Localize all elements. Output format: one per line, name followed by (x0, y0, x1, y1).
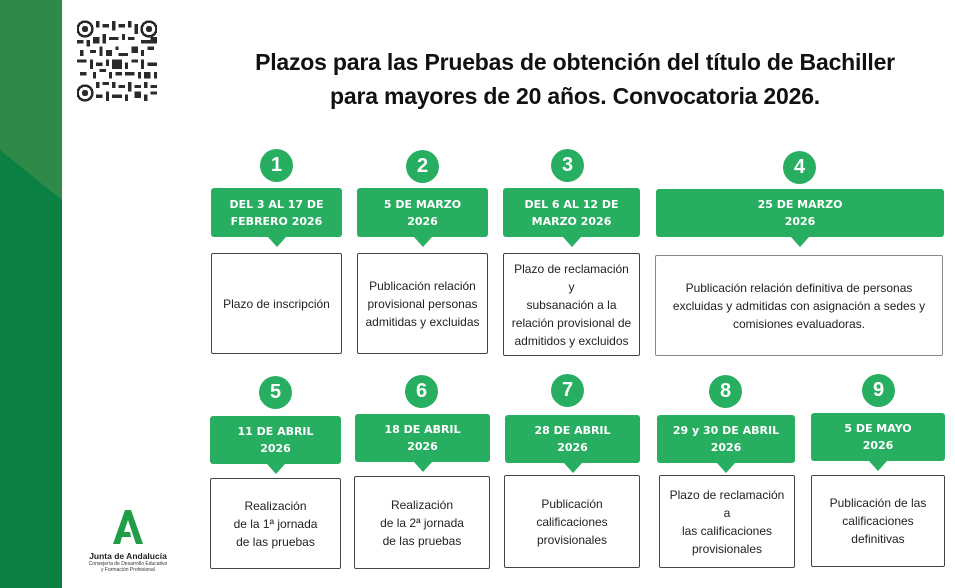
step-description-line: Plazo de reclamación a (669, 487, 785, 520)
step-description-box: Publicación calificaciones provisionales (504, 475, 640, 568)
step-date-header: 5 DE MAYO 2026 (811, 413, 945, 471)
step-description-line: subsanación a la (526, 297, 617, 312)
step-date-line-2: FEBRERO 2026 (230, 214, 323, 228)
step-description-box: Realización de la 1ª jornada de las prue… (210, 478, 341, 569)
step-description-line: Publicación relación definitiva de perso… (685, 280, 913, 295)
step-date-header: 25 DE MARZO 2026 (656, 189, 944, 247)
step-number-badge: 8 (709, 375, 742, 408)
step-date-header: 29 y 30 DE ABRIL 2026 (657, 415, 795, 473)
step-description-line: comisiones evaluadoras. (732, 316, 866, 331)
step-description-line: Publicación relación (369, 278, 476, 293)
step-description-line: admitidas y excluidas (365, 314, 480, 329)
step-description-line: de las pruebas (236, 534, 315, 549)
junta-andalucia-a-logo-icon (113, 510, 143, 544)
step-description-line: Realización (244, 498, 307, 513)
logo-subtitle-line-2: y Formación Profesional (101, 567, 155, 573)
logo-subtitle-line-1: Consejería de Desarrollo Educativo (88, 561, 168, 567)
step-description-line: de la 1ª jornada (233, 516, 318, 531)
step-description-line: excluidas y admitidas con asignación a s… (672, 298, 926, 313)
step-description-line: de la 2ª jornada (380, 515, 464, 530)
step-description-line: calificaciones (536, 514, 608, 529)
page-title: Plazos para las Pruebas de obtención del… (200, 45, 950, 113)
step-date-line-2: 2026 (862, 439, 894, 452)
left-band-diagonal (0, 150, 62, 200)
step-number-badge: 5 (259, 376, 292, 409)
step-number-badge: 2 (406, 150, 439, 183)
step-number-badge: 7 (551, 374, 584, 407)
step-date-line-2: 2026 (557, 441, 588, 454)
step-date-line-2: 2026 (784, 215, 816, 228)
step-description-line: provisionales (536, 532, 608, 547)
step-number-badge: 9 (862, 374, 895, 407)
step-date-line-2: MARZO 2026 (531, 214, 612, 228)
step-description-box: Realización de la 2ª jornada de las prue… (354, 476, 490, 569)
step-date-line-1: 18 DE ABRIL (384, 423, 461, 436)
step-number-badge: 3 (551, 149, 584, 182)
step-description-line: Publicación de las (829, 496, 927, 510)
step-description-line: de las pruebas (382, 533, 462, 548)
step-description-box: Plazo de reclamación a las calificacione… (659, 475, 795, 568)
step-date-header: DEL 3 AL 17 DE FEBRERO 2026 (211, 188, 342, 247)
title-line-2: para mayores de 20 años. Convocatoria 20… (330, 83, 820, 109)
step-date-header: DEL 6 AL 12 DE MARZO 2026 (503, 188, 640, 247)
step-number-badge: 1 (260, 149, 293, 182)
step-description-line: las calificaciones (681, 523, 773, 538)
step-date-line-2: 2026 (407, 214, 438, 228)
logo-subtitle: Consejería de Desarrollo Educativo y For… (78, 561, 178, 573)
step-description-box: Publicación de las calificaciones defini… (811, 475, 945, 567)
step-description-line: Publicación (541, 496, 603, 511)
step-date-header: 5 DE MARZO 2026 (357, 188, 488, 247)
step-description-line: calificaciones (842, 514, 914, 528)
step-description-line: provisional personas (367, 296, 478, 311)
step-date-line-1: 28 DE ABRIL (534, 424, 611, 437)
step-description-line: definitivas (851, 532, 905, 546)
logo-name: Junta de Andalucía (89, 551, 167, 561)
step-date-line-2: 2026 (260, 442, 291, 455)
step-number-badge: 4 (783, 151, 816, 184)
step-description-box: Plazo de reclamación y subsanación a la … (503, 253, 640, 356)
step-date-line-2: 2026 (710, 441, 742, 454)
step-date-line-1: 29 y 30 DE ABRIL (672, 424, 780, 437)
step-date-header: 11 DE ABRIL 2026 (210, 416, 341, 474)
step-description-line: Plazo de reclamación y (514, 261, 629, 294)
step-description-line: Realización (390, 497, 454, 512)
step-description-line: admitidos y excluidos (514, 333, 629, 348)
step-description-line: provisionales (691, 541, 763, 556)
step-date-line-1: 25 DE MARZO (757, 198, 843, 211)
step-date-header: 18 DE ABRIL 2026 (355, 414, 490, 472)
step-date-line-1: 5 DE MAYO (844, 422, 912, 435)
step-date-line-1: 5 DE MARZO (383, 197, 462, 211)
step-description-line: Plazo de inscripción (223, 296, 330, 311)
step-date-line-1: 11 DE ABRIL (237, 425, 314, 438)
step-date-line-1: DEL 6 AL 12 DE (524, 197, 619, 211)
step-number-badge: 6 (405, 375, 438, 408)
step-date-line-2: 2026 (407, 440, 438, 453)
junta-andalucia-logo: Junta de Andalucía Consejería de Desarro… (78, 510, 178, 573)
step-date-header: 28 DE ABRIL 2026 (505, 415, 640, 473)
step-description-box: Publicación relación definitiva de perso… (655, 255, 943, 356)
step-description-box: Plazo de inscripción (211, 253, 342, 354)
step-description-line: relación provisional de (511, 315, 632, 330)
title-line-1: Plazos para las Pruebas de obtención del… (255, 49, 895, 75)
qr-code-icon[interactable] (77, 20, 157, 102)
step-date-line-1: DEL 3 AL 17 DE (229, 197, 324, 211)
step-description-box: Publicación relación provisional persona… (357, 253, 488, 354)
